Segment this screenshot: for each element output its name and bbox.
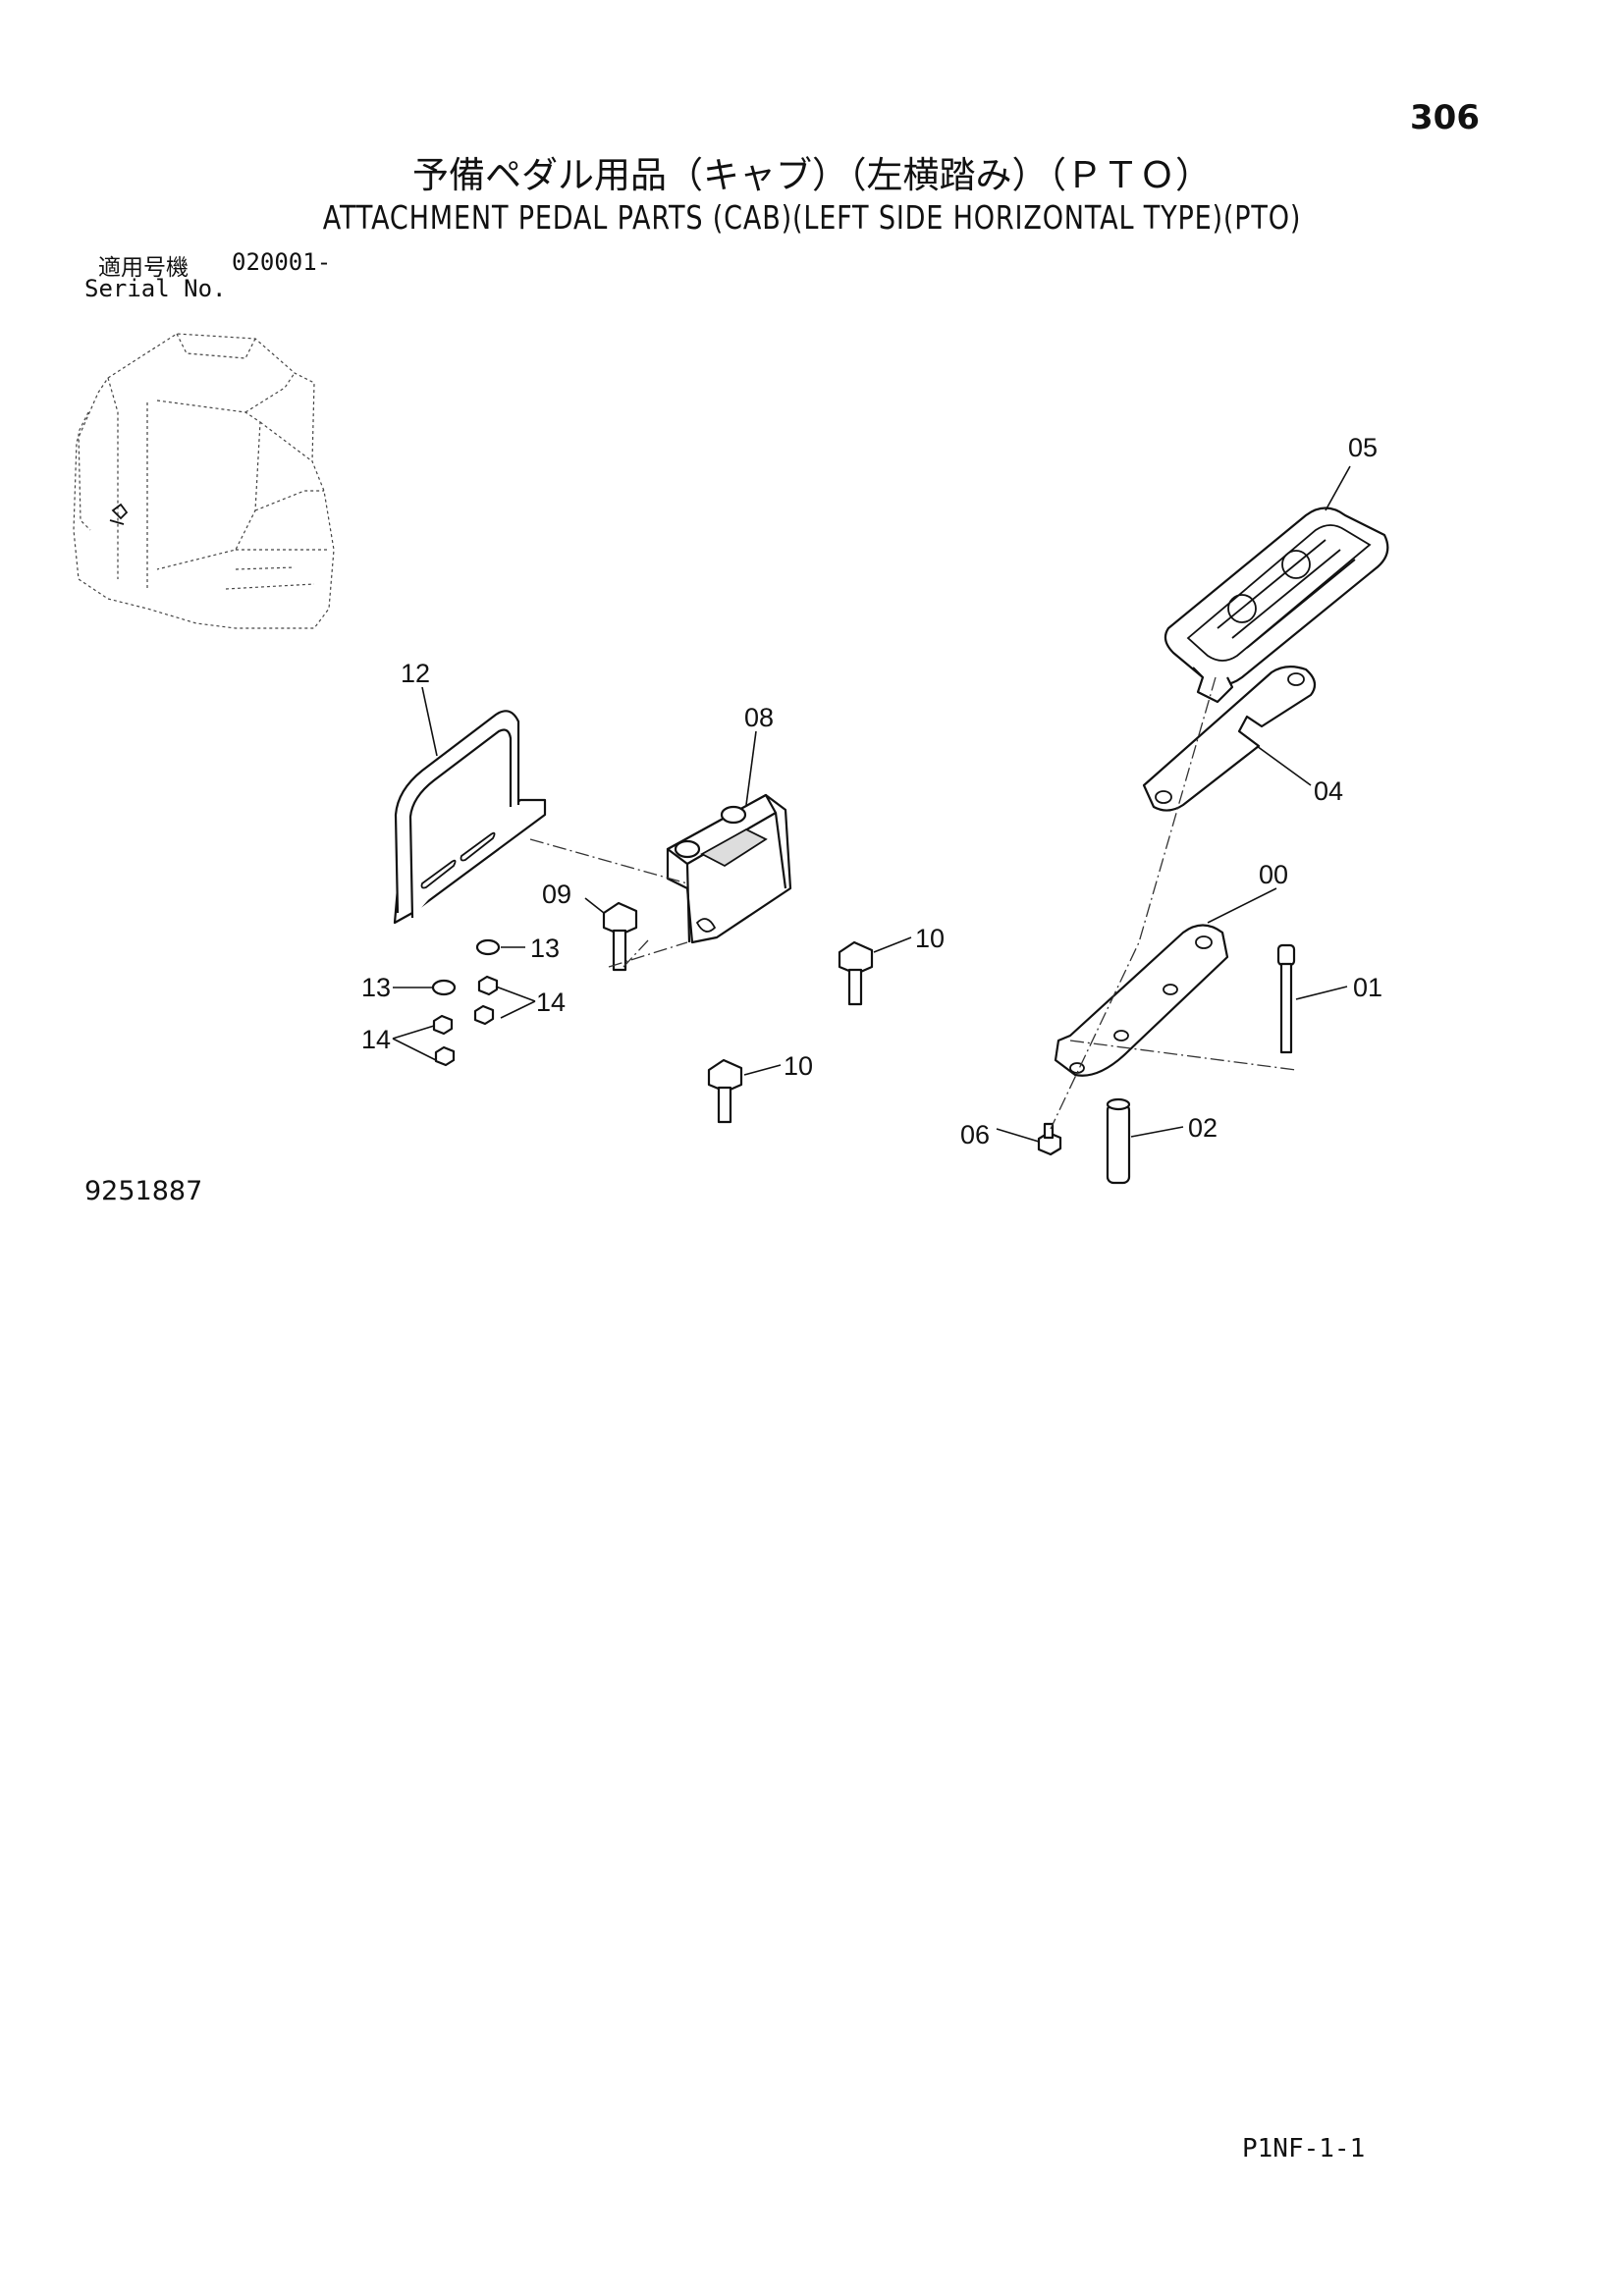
part-10-bolt-lower [707, 1058, 743, 1124]
part-01-bolt [1276, 943, 1296, 1054]
callout-02: 02 [1188, 1113, 1218, 1143]
serial-range: 020001- [232, 248, 332, 276]
serial-label-english: Serial No. [84, 275, 227, 302]
serial-label-japanese: 適用号機 [98, 255, 189, 281]
sheet-code: P1NF-1-1 [1242, 2134, 1366, 2163]
part-02-spacer [1106, 1097, 1131, 1185]
part-14-nuts [432, 975, 499, 1067]
part-13-washer-left [431, 979, 457, 996]
callout-14-right: 14 [536, 988, 566, 1017]
callout-04: 04 [1314, 776, 1343, 806]
page-title-japanese: 予備ペダル用品（キャブ）（左横踏み）（ＰＴＯ） [412, 154, 1212, 196]
callout-10-upper: 10 [915, 924, 945, 953]
callout-13-right: 13 [530, 934, 560, 963]
part-06-screw [1037, 1122, 1062, 1156]
part-10-bolt-upper [838, 940, 874, 1006]
part-00-bracket [1054, 924, 1229, 1077]
callout-00: 00 [1259, 860, 1288, 889]
callout-09: 09 [542, 880, 571, 909]
callout-05: 05 [1348, 433, 1378, 462]
callout-01: 01 [1353, 973, 1382, 1002]
cab-overview-sketch [73, 333, 335, 629]
callout-06: 06 [960, 1120, 990, 1149]
part-08-hinge-bracket [666, 793, 792, 944]
callout-12: 12 [401, 659, 430, 688]
page-number: 306 [1410, 98, 1480, 137]
part-09-bolt [602, 901, 638, 972]
page-title-english: ATTACHMENT PEDAL PARTS (CAB)(LEFT SIDE H… [322, 198, 1302, 237]
part-12-handle-bracket [393, 710, 547, 925]
part-13-washer-right [475, 938, 501, 956]
part-05-pedal-pad [1164, 507, 1389, 704]
callout-10-lower: 10 [784, 1051, 813, 1081]
callout-08: 08 [744, 703, 774, 732]
part-04-pedal-plate [1142, 666, 1317, 812]
callout-13-left: 13 [361, 973, 391, 1002]
leader-lines [392, 465, 1351, 1143]
drawing-number: 9251887 [84, 1176, 203, 1206]
callout-14-left: 14 [361, 1025, 391, 1054]
